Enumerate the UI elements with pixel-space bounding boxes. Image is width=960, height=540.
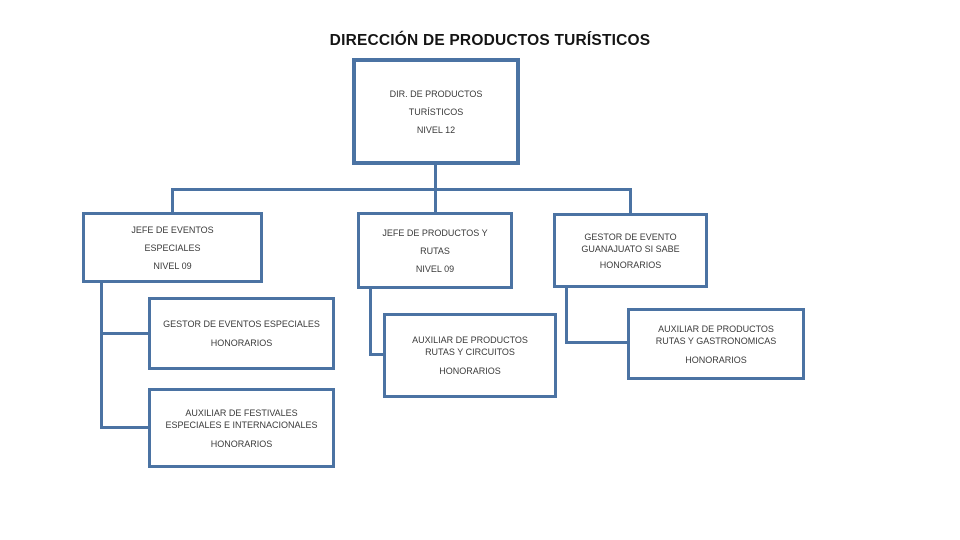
node-text-line: ESPECIALES [144,242,201,253]
page-title: DIRECCIÓN DE PRODUCTOS TURÍSTICOS [329,32,651,49]
node-text-line: GESTOR DE EVENTOS ESPECIALES [163,319,320,329]
connector-drop-right [629,188,632,213]
node-text-line: RUTAS Y CIRCUITOS [425,347,515,357]
node-text-line: NIVEL 09 [415,263,455,274]
connector-branch-aux-festivales [100,426,148,429]
org-node-gestor-eventos-especiales: GESTOR DE EVENTOS ESPECIALES HONORARIOS [148,297,335,370]
org-node-auxiliar-festivales: AUXILIAR DE FESTIVALES ESPECIALES E INTE… [148,388,335,468]
node-text-line: HONORARIOS [210,338,273,348]
node-text-line: HONORARIOS [439,366,501,376]
org-node-auxiliar-rutas-gastronomicas: AUXILIAR DE PRODUCTOS RUTAS Y GASTRONOMI… [627,308,805,380]
node-text-line: AUXILIAR DE FESTIVALES [185,407,298,418]
node-text-line: NIVEL 09 [153,260,192,271]
node-text-line: TURÍSTICOS [408,106,464,117]
connector-root-stub [434,164,437,190]
connector-midcolumn-vertical [369,288,372,356]
org-node-gestor-evento-guanajuato: GESTOR DE EVENTO GUANAJUATO SI SABE HONO… [553,213,708,288]
connector-drop-middle [434,188,437,212]
org-node-jefe-productos-rutas: JEFE DE PRODUCTOS Y RUTAS NIVEL 09 [357,212,513,289]
connector-branch-aux-gastronomicas [565,341,627,344]
org-node-jefe-eventos-especiales: JEFE DE EVENTOS ESPECIALES NIVEL 09 [82,212,263,283]
node-text-line: HONORARIOS [210,438,273,449]
node-text-line: NIVEL 12 [416,124,456,135]
node-text-line: AUXILIAR DE PRODUCTOS [658,323,774,334]
node-text-line: JEFE DE PRODUCTOS Y [382,227,488,238]
node-text-line: GUANAJUATO SI SABE [581,243,680,254]
connector-drop-left [171,188,174,212]
node-text-line: RUTAS Y GASTRONOMICAS [655,335,777,346]
node-text-line: GESTOR DE EVENTO [584,231,677,242]
connector-branch-gestor-especiales [100,332,148,335]
node-text-line: ESPECIALES E INTERNACIONALES [165,419,318,430]
org-node-auxiliar-rutas-circuitos: AUXILIAR DE PRODUCTOS RUTAS Y CIRCUITOS … [383,313,557,398]
node-text-line: HONORARIOS [599,259,662,270]
connector-level2-horizontal [171,188,632,191]
node-text-line: HONORARIOS [685,354,747,365]
node-text-line: RUTAS [420,245,450,256]
connector-rightcolumn-vertical [565,287,568,344]
connector-branch-aux-circuitos [369,353,383,356]
connector-leftcolumn-vertical [100,282,103,429]
node-text-line: AUXILIAR DE PRODUCTOS [412,335,528,345]
org-node-dir-productos-turisticos: DIR. DE PRODUCTOS TURÍSTICOS NIVEL 12 [352,58,520,165]
node-text-line: DIR. DE PRODUCTOS [389,88,483,99]
node-text-line: JEFE DE EVENTOS [131,224,214,235]
